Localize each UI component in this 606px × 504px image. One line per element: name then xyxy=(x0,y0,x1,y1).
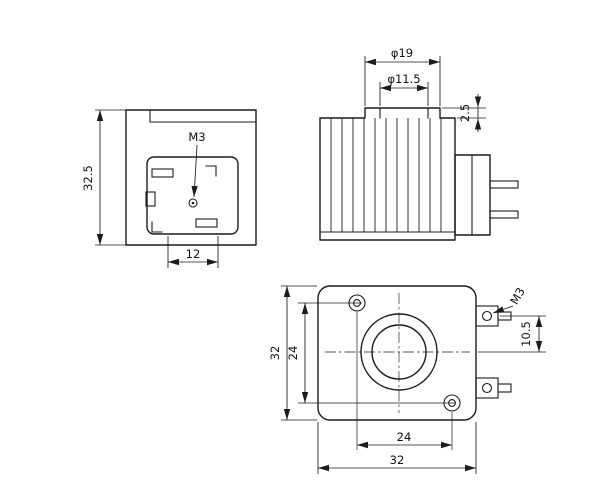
corner-key-bottom-left xyxy=(151,221,163,233)
top-body-outline xyxy=(317,285,477,421)
m3-screw-hole-center xyxy=(191,201,195,205)
dim-text-terminal-offset: 10.5 xyxy=(519,321,533,347)
front-top-step xyxy=(149,109,257,123)
top-view xyxy=(317,285,512,421)
terminal-tab-bottom xyxy=(497,383,512,393)
terminal-screw-bottom xyxy=(481,382,493,394)
side-view xyxy=(319,107,519,241)
front-view-dimensions: 32.5 12 M3 xyxy=(81,109,219,268)
leader-front-m3 xyxy=(191,144,198,198)
dim-text-bore-dia: φ11.5 xyxy=(387,72,420,86)
top-view-dimensions: 24 32 24 32 10.5 M3 xyxy=(268,285,546,474)
thread-callout-top: M3 xyxy=(507,285,528,307)
dim-text-hole-spacing-v: 24 xyxy=(286,346,300,361)
terminal-block-bottom xyxy=(475,377,499,399)
side-slot xyxy=(145,191,156,207)
terminal-block-top xyxy=(475,305,499,327)
side-body-outline xyxy=(319,107,456,241)
side-view-dimensions: φ19 φ11.5 2.5 xyxy=(364,46,486,132)
terminal-slot-bottom xyxy=(195,218,218,228)
dim-text-outer-height: 32 xyxy=(268,346,282,361)
dim-text-outer-dia: φ19 xyxy=(391,46,413,60)
connector-face xyxy=(146,156,239,235)
thread-callout-front: M3 xyxy=(188,130,205,144)
leader-top-m3 xyxy=(492,305,514,314)
coil-ribs xyxy=(330,118,442,232)
dim-text-step: 2.5 xyxy=(458,104,472,122)
corner-key-top-right xyxy=(205,165,217,177)
dim-text-front-height: 32.5 xyxy=(81,165,95,191)
tube-bore-circle xyxy=(371,324,427,380)
dim-text-outer-width: 32 xyxy=(390,453,405,467)
front-view xyxy=(125,109,257,246)
m3-screw-hole xyxy=(188,198,198,208)
terminal-slot-top xyxy=(151,168,174,178)
dim-text-front-offset: 12 xyxy=(186,247,201,261)
front-body-outline xyxy=(125,109,257,246)
terminal-screw-top xyxy=(481,310,493,322)
pin-lower xyxy=(489,210,519,219)
dim-text-hole-spacing-h: 24 xyxy=(397,430,412,444)
tube-outer-circle xyxy=(360,313,438,391)
pin-upper xyxy=(489,180,519,189)
